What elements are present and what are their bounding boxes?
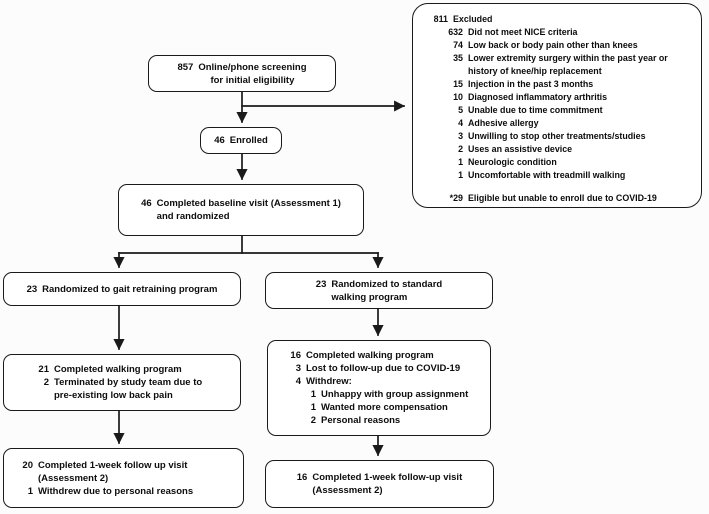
flow-row: 46 Enrolled xyxy=(201,134,281,147)
label-text: Completed 1-week follow up visit (Assess… xyxy=(38,459,188,484)
count-value: 23 xyxy=(26,283,38,295)
label-text: Randomized to standard walking program xyxy=(331,278,443,303)
count-value: 1 xyxy=(310,402,316,413)
flow-row: *29 Eligible but unable to enroll due to… xyxy=(427,192,697,205)
label-text: Injection in the past 3 months xyxy=(468,79,594,89)
count-value: 5 xyxy=(458,105,463,115)
count-value: 1 xyxy=(310,389,316,400)
flow-row: 16 Completed 1-week follow-up visit (Ass… xyxy=(266,471,493,497)
flow-row: 15 Injection in the past 3 months xyxy=(427,78,697,91)
count-value: 15 xyxy=(453,79,463,89)
box-standard-completed: 16 Completed walking program 3 Lost to f… xyxy=(267,340,491,436)
flow-row: 2 Personal reasons xyxy=(280,414,490,427)
flow-row: 4 Adhesive allergy xyxy=(427,117,697,130)
label-text: Neurologic condition xyxy=(468,157,557,167)
label-text: Lost to follow-up due to COVID-19 xyxy=(306,363,461,374)
flow-row: 632 Did not meet NICE criteria xyxy=(427,26,697,39)
count-value: 10 xyxy=(453,92,463,102)
count-value: 811 xyxy=(433,14,448,24)
count-value: 632 xyxy=(448,27,463,37)
flow-row: 23 Randomized to standard walking progra… xyxy=(266,278,492,304)
label-text: Did not meet NICE criteria xyxy=(468,27,578,37)
count-value: 21 xyxy=(38,364,49,375)
flow-row: 2 Uses an assistive device xyxy=(427,143,697,156)
label-text: Unhappy with group assignment xyxy=(321,389,469,400)
label-text: Wanted more compensation xyxy=(321,402,448,413)
count-value: 1 xyxy=(458,157,463,167)
count-value: 4 xyxy=(458,118,463,128)
flow-row: 5 Unable due to time commitment xyxy=(427,104,697,117)
flow-row: 10 Diagnosed inflammatory arthritis xyxy=(427,91,697,104)
label-text: Completed walking program xyxy=(54,364,182,375)
count-value: 1 xyxy=(458,170,463,180)
count-value: *29 xyxy=(449,193,463,203)
label-text: Terminated by study team due to pre-exis… xyxy=(54,377,203,401)
count-value: 35 xyxy=(453,53,463,63)
label-text: Low back or body pain other than knees xyxy=(468,40,638,50)
label-text: Withdrew due to personal reasons xyxy=(38,485,194,497)
label-text: Diagnosed inflammatory arthritis xyxy=(468,92,608,102)
count-value: 4 xyxy=(295,376,301,387)
flow-row: 20 Completed 1-week follow up visit (Ass… xyxy=(12,459,243,485)
box-enrolled: 46 Enrolled xyxy=(200,127,282,154)
label-text: Eligible but unable to enroll due to COV… xyxy=(468,193,657,203)
label-text: Lower extremity surgery within the past … xyxy=(468,53,668,76)
count-value: 74 xyxy=(453,40,463,50)
count-value: 3 xyxy=(458,131,463,141)
flow-row: 74 Low back or body pain other than knee… xyxy=(427,39,697,52)
count-value: 16 xyxy=(296,472,308,483)
count-value: 3 xyxy=(295,363,301,374)
count-value: 2 xyxy=(43,377,49,388)
flow-row: 2 Terminated by study team due to pre-ex… xyxy=(28,376,240,402)
count-value: 46 xyxy=(214,135,225,146)
box-screening: 857 Online/phone screening for initial e… xyxy=(148,55,336,92)
count-value: 16 xyxy=(290,350,301,361)
box-baseline-randomized: 46 Completed baseline visit (Assessment … xyxy=(118,184,364,236)
flow-row: 1 Uncomfortable with treadmill walking xyxy=(427,169,697,182)
flow-row: 811 Excluded xyxy=(427,13,697,26)
flow-row: 857 Online/phone screening for initial e… xyxy=(149,61,335,87)
flow-row: 4 Withdrew: xyxy=(280,375,490,388)
box-gait-completed: 21 Completed walking program 2 Terminate… xyxy=(3,354,241,411)
box-gait-followup: 20 Completed 1-week follow up visit (Ass… xyxy=(3,448,244,508)
flow-row: 1 Wanted more compensation xyxy=(280,401,490,414)
count-value: 23 xyxy=(315,278,327,290)
count-value: 857 xyxy=(177,61,194,73)
box-gait-randomized: 23 Randomized to gait retraining program xyxy=(3,272,241,306)
count-value: 2 xyxy=(310,415,316,426)
flow-row: 1 Withdrew due to personal reasons xyxy=(12,485,243,498)
count-value: 46 xyxy=(141,198,152,209)
flow-row: 1 Neurologic condition xyxy=(427,156,697,169)
flow-row: 35 Lower extremity surgery within the pa… xyxy=(427,52,697,78)
label-text: Personal reasons xyxy=(321,415,401,426)
box-standard-randomized: 23 Randomized to standard walking progra… xyxy=(265,272,493,309)
box-excluded: 811 Excluded 632 Did not meet NICE crite… xyxy=(412,3,702,208)
label-text: Completed baseline visit (Assessment 1) … xyxy=(156,198,341,222)
label-text: Uncomfortable with treadmill walking xyxy=(468,170,626,180)
box-standard-followup: 16 Completed 1-week follow-up visit (Ass… xyxy=(265,460,494,508)
label-text: Unwilling to stop other treatments/studi… xyxy=(468,131,646,141)
label-text: Uses an assistive device xyxy=(468,144,573,154)
count-value: 20 xyxy=(22,459,33,471)
label-text: Enrolled xyxy=(229,135,268,146)
label-text: Withdrew: xyxy=(306,376,352,387)
flow-row: 16 Completed walking program xyxy=(280,349,490,362)
label-text: Randomized to gait retraining program xyxy=(42,283,218,295)
count-value: 2 xyxy=(458,144,463,154)
flow-row: 46 Completed baseline visit (Assessment … xyxy=(119,197,363,223)
flow-row: 3 Unwilling to stop other treatments/stu… xyxy=(427,130,697,143)
count-value: 1 xyxy=(27,485,33,497)
label-text: Adhesive allergy xyxy=(468,118,539,128)
label-text: Unable due to time commitment xyxy=(468,105,603,115)
label-text: Excluded xyxy=(453,14,493,24)
flow-row: 21 Completed walking program xyxy=(28,363,240,376)
flow-row: 3 Lost to follow-up due to COVID-19 xyxy=(280,362,490,375)
label-text: Completed walking program xyxy=(306,350,434,361)
flow-row: 1 Unhappy with group assignment xyxy=(280,388,490,401)
flow-row: 23 Randomized to gait retraining program xyxy=(4,283,240,296)
label-text: Online/phone screening for initial eligi… xyxy=(198,61,307,86)
label-text: Completed 1-week follow-up visit (Assess… xyxy=(312,472,463,496)
